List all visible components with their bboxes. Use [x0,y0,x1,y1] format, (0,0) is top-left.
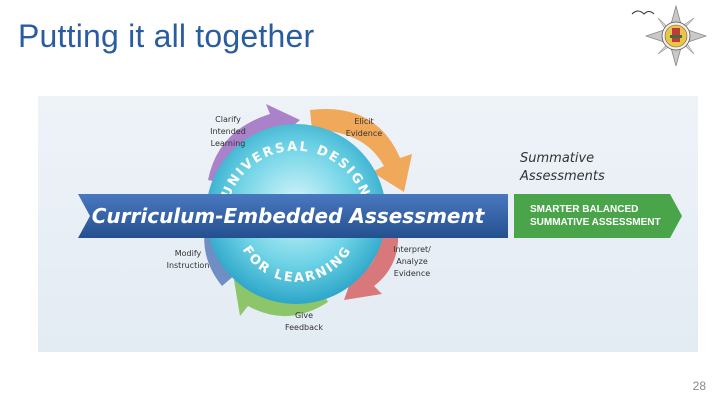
step-modify-line1: Modify [175,249,202,258]
step-elicit-line1: Elicit [354,117,373,126]
banner-text: Curriculum-Embedded Assessment [92,204,486,228]
smarter-line2: SUMMATIVE ASSESSMENT [530,217,661,228]
step-modify-line2: Instruction [167,261,210,270]
step-give-line2: Feedback [285,323,323,332]
step-clarify-line1: Clarify [215,115,241,124]
step-elicit-line2: Evidence [346,129,382,138]
smarter-line1: SMARTER BALANCED [530,204,638,215]
step-interpret-line2: Analyze [396,257,428,266]
banner-arrow [78,194,508,238]
slide-title: Putting it all together [18,18,315,54]
curriculum-assessment-diagram: UNIVERSAL DESIGN FOR LEARNING Curriculum… [38,96,698,352]
step-give-line1: Give [295,311,313,320]
step-interpret-line3: Evidence [394,269,430,278]
university-seal-logo [631,4,708,66]
summative-label-line1: Summative [520,151,594,166]
arrow-interpret [344,232,399,300]
step-interpret-line1: Interpret/ [393,245,431,254]
page-number: 28 [692,379,706,393]
arrow-elicit [310,109,412,192]
step-clarify-line3: Learning [211,139,246,148]
summative-label-line2: Assessments [519,169,605,184]
step-clarify-line2: Intended [210,127,246,136]
smarter-balanced-arrow [514,194,682,238]
